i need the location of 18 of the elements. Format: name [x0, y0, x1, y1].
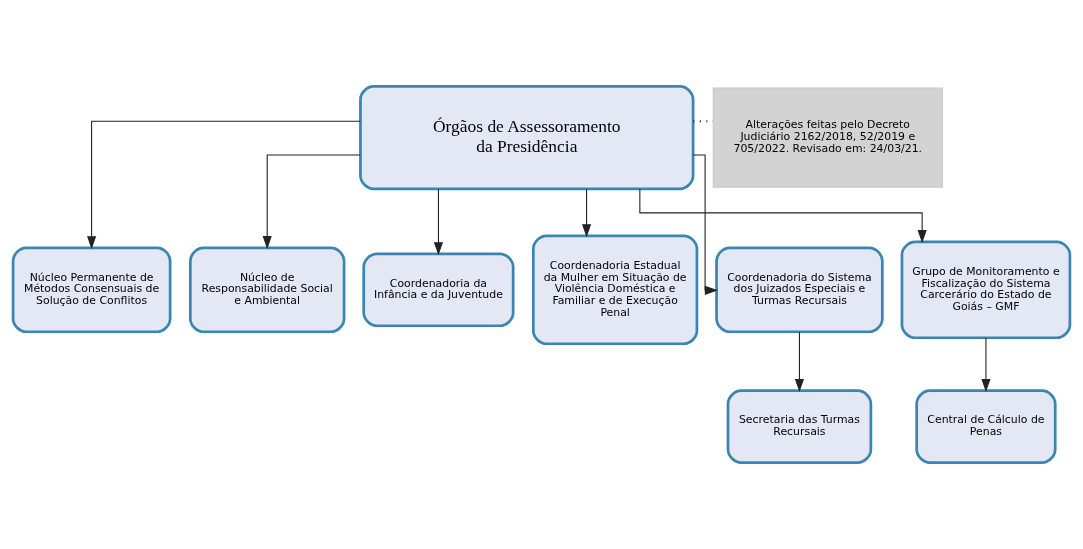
arrow — [639, 188, 927, 244]
arrow — [794, 331, 805, 393]
node-box: Núcleo de Responsabilidade Social e Ambiental — [188, 246, 346, 334]
node-box: Coordenadoria Estadual da Mulher em Situação de Violência Doméstica e Familiar e de Execução Penal — [531, 234, 699, 346]
arrow — [981, 337, 991, 393]
arrow — [582, 188, 592, 238]
node-box: Secretaria das Turmas Recursais — [726, 389, 873, 464]
node-box: Coordenadoria da Infância e da Juventude — [362, 252, 515, 328]
arrow — [262, 154, 361, 250]
node-box: Central de Cálculo de Penas — [915, 389, 1057, 464]
node-box: Grupo de Monitoramento e Fiscalização do Sistema Carcerário do Estado de Goiás – GMF — [900, 240, 1072, 340]
arrow — [87, 120, 361, 250]
node-box: Coordenadoria do Sistema dos Juizados Especiais e Turmas Recursais — [715, 246, 884, 334]
arrow — [433, 188, 443, 256]
node-box: Órgãos de Assessoramento da Presidência — [359, 85, 695, 191]
node-box: Núcleo Permanente de Métodos Consensuais de Solução de Conflitos — [11, 246, 172, 334]
arrow — [692, 154, 718, 295]
node-box: Alterações feitas pelo Decreto Judiciário 2162/2018, 52/2019 e 705/2022. Revisado em: 24/03/21. — [712, 87, 943, 188]
